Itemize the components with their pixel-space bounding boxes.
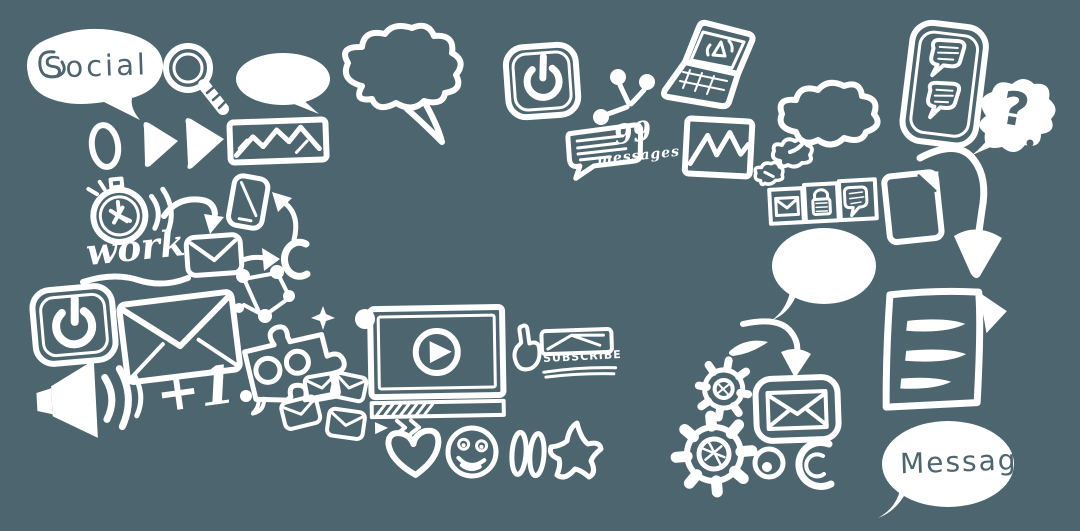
envelope-box-icon (750, 364, 845, 449)
message-bubble-icon (872, 418, 1018, 518)
power-button-left-icon (24, 277, 123, 373)
mini-envelopes-icon (278, 370, 378, 448)
question-bubble-icon (968, 74, 1056, 162)
magnifier-icon (156, 38, 238, 122)
molecule-network-icon (231, 264, 299, 326)
share-icon (592, 64, 662, 130)
smartphone-chat-icon (890, 15, 1003, 158)
mountain-banner-icon (225, 112, 331, 168)
cloud-speech-bubble-icon (328, 20, 468, 152)
dot-small-icon (238, 388, 254, 404)
megaphone-icon (32, 353, 159, 451)
heart-icon (380, 422, 448, 482)
puzzle-pieces-icon (228, 301, 375, 416)
envelope-large-icon (113, 281, 248, 391)
laptop-icon (654, 19, 756, 120)
arrow-up-icon (261, 188, 303, 246)
count-99-label: 99 (612, 115, 654, 152)
pause-icon (504, 425, 552, 484)
social-label: Social (43, 47, 149, 85)
smartphone-small-icon (217, 168, 279, 238)
work-underline-icon (78, 266, 193, 292)
speech-bubble-filled-icon (766, 224, 878, 322)
video-player-icon (365, 300, 513, 436)
document-list-icon (852, 270, 1019, 437)
egg-icon (83, 118, 128, 175)
arrow-right-curve-icon (158, 188, 228, 244)
gear-large-icon (664, 404, 764, 504)
chat-bubble-99-icon (560, 121, 654, 183)
curved-arrow-down-icon (916, 136, 1022, 298)
four-point-star-icon (546, 420, 606, 484)
photo-frame-icon (678, 112, 759, 184)
double-c-icon (783, 430, 843, 502)
dot-icon (352, 306, 378, 332)
cloud-tiny-icon (750, 158, 786, 191)
stopwatch-icon (75, 171, 182, 253)
arrow-to-envelope-icon (721, 316, 817, 386)
envelope-mid-icon (182, 226, 248, 284)
arrow-right-icon (240, 244, 284, 276)
pointing-hand-icon (505, 320, 548, 377)
note-page-icon (874, 162, 956, 253)
oval-speech-bubble-icon (233, 50, 333, 118)
gear-small-icon (686, 347, 761, 427)
sparkle-icon (310, 306, 336, 330)
fast-forward-triangles-icon (136, 110, 226, 172)
social-speech-bubble-icon (18, 22, 168, 122)
message-label: Message (899, 442, 1038, 481)
c-mark-icon (274, 234, 312, 284)
power-button-icon (499, 35, 585, 124)
cloud-large-icon (766, 74, 886, 158)
cloud-small-icon (768, 134, 816, 172)
ring-dot-icon (748, 436, 792, 486)
smiley-icon (441, 420, 502, 485)
subscribe-button-icon (537, 325, 621, 379)
toolbar-mail-lock-chat-icon (767, 175, 882, 233)
